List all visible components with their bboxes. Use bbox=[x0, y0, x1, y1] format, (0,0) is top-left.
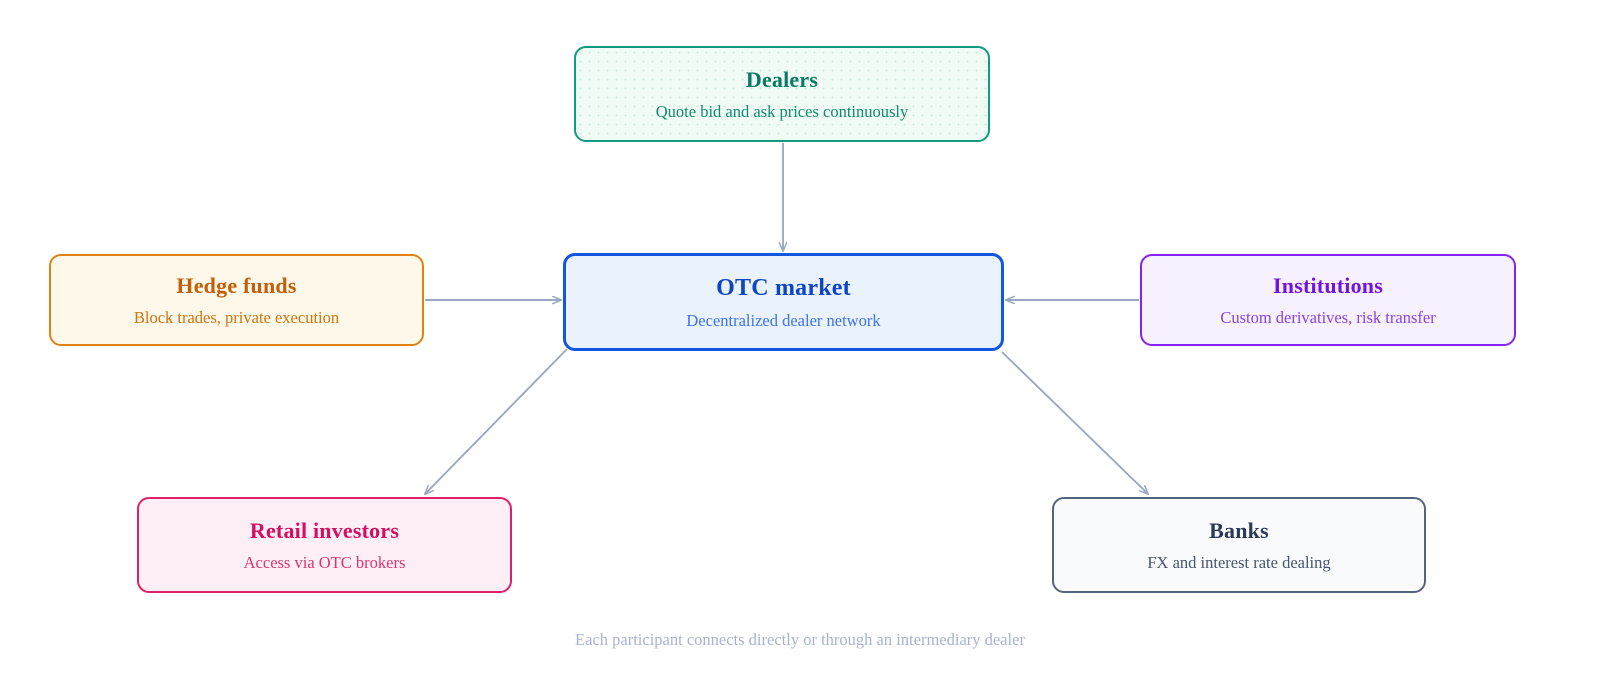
node-retail-investors-title: Retail investors bbox=[249, 518, 400, 544]
node-institutions-subtitle: Custom derivatives, risk transfer bbox=[1220, 307, 1436, 327]
node-retail-investors-subtitle: Access via OTC brokers bbox=[243, 552, 406, 572]
node-institutions[interactable]: Institutions Custom derivatives, risk tr… bbox=[1140, 254, 1516, 346]
edge-otc-to-banks bbox=[1001, 351, 1148, 494]
node-dealers[interactable]: Dealers Quote bid and ask prices continu… bbox=[574, 46, 990, 142]
node-retail-investors[interactable]: Retail investors Access via OTC brokers bbox=[137, 497, 512, 593]
node-banks-title: Banks bbox=[1209, 518, 1269, 544]
node-hedge-funds-subtitle: Block trades, private execution bbox=[133, 307, 340, 327]
node-banks[interactable]: Banks FX and interest rate dealing bbox=[1052, 497, 1426, 593]
node-otc-market-title: OTC market bbox=[716, 274, 851, 301]
node-hedge-funds[interactable]: Hedge funds Block trades, private execut… bbox=[49, 254, 424, 346]
edge-otc-to-retail bbox=[425, 348, 568, 494]
node-banks-subtitle: FX and interest rate dealing bbox=[1147, 552, 1331, 572]
node-otc-market-subtitle: Decentralized dealer network bbox=[686, 310, 881, 330]
node-dealers-title: Dealers bbox=[745, 67, 819, 93]
node-institutions-title: Institutions bbox=[1273, 273, 1383, 299]
node-dealers-subtitle: Quote bid and ask prices continuously bbox=[655, 101, 909, 121]
node-hedge-funds-title: Hedge funds bbox=[176, 273, 297, 299]
node-otc-market[interactable]: OTC market Decentralized dealer network bbox=[563, 253, 1004, 351]
diagram-caption: Each participant connects directly or th… bbox=[575, 630, 1025, 649]
